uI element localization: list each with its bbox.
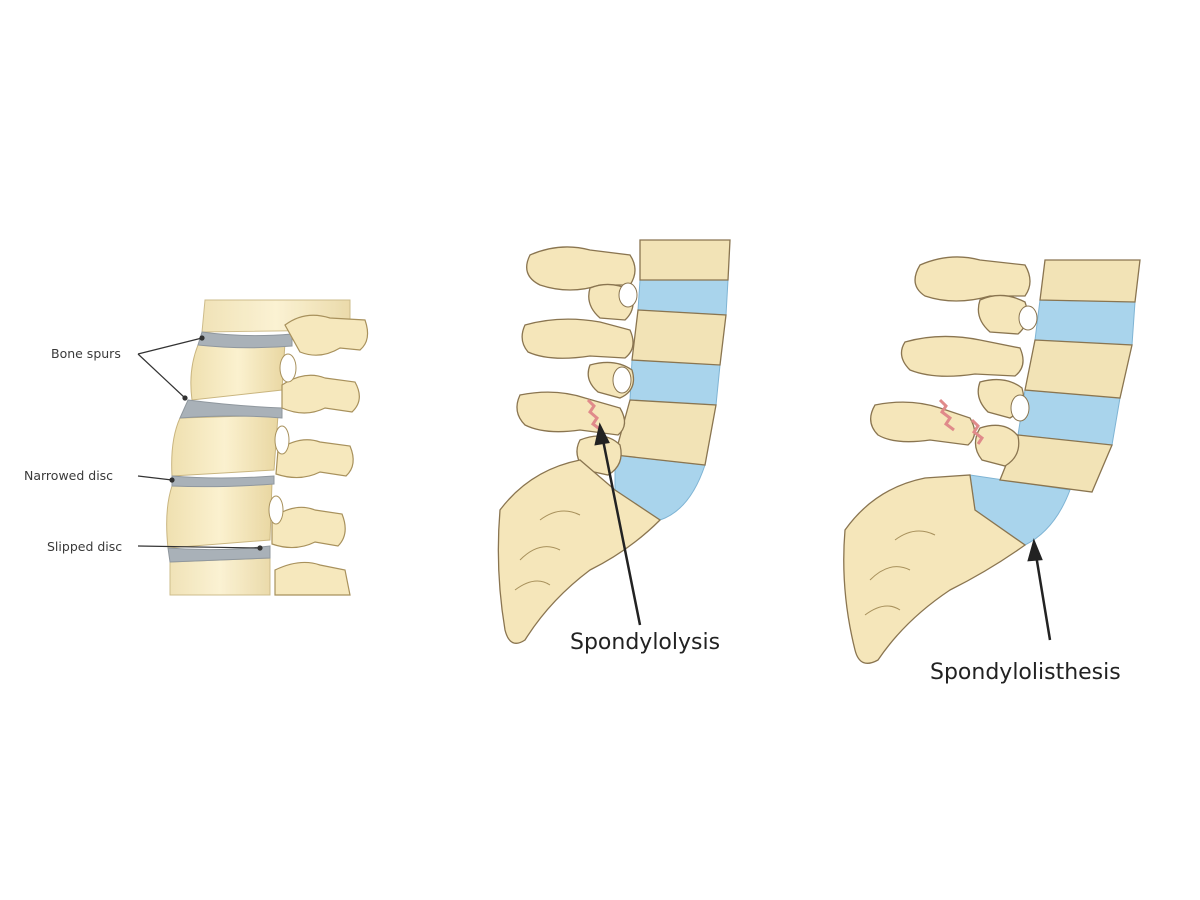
vertebral-bodies <box>999 259 1141 493</box>
label-slipped-disc: Slipped disc <box>47 539 123 554</box>
spine-spondylolysis-illustration <box>497 239 731 644</box>
panel-spondylolisthesis: Spondylolisthesis <box>830 230 1150 690</box>
label-spondylolisthesis: Spondylolisthesis <box>930 660 1121 685</box>
label-bone-spurs: Bone spurs <box>51 346 121 361</box>
fracture-mark <box>586 398 602 432</box>
panel-spondylolysis: Spondylolysis <box>480 230 740 660</box>
pointer-arrow <box>594 422 642 626</box>
panel-degenerative: Bone spurs Narrowed disc Slipped disc <box>20 290 380 600</box>
spine-spondylolisthesis-illustration <box>843 256 1141 664</box>
spine-degenerative-illustration <box>137 299 369 596</box>
pointer-arrow <box>1027 538 1052 641</box>
discs-blue <box>969 299 1136 546</box>
pointer-lines <box>137 335 263 551</box>
posterior-processes <box>271 314 369 596</box>
discs <box>167 331 293 563</box>
posterior-processes <box>843 256 1031 664</box>
fracture-marks <box>938 398 985 445</box>
vertebral-bodies <box>614 239 731 466</box>
label-spondylolysis: Spondylolysis <box>570 630 721 655</box>
label-narrowed-disc: Narrowed disc <box>24 468 114 483</box>
discs-blue <box>614 279 729 521</box>
